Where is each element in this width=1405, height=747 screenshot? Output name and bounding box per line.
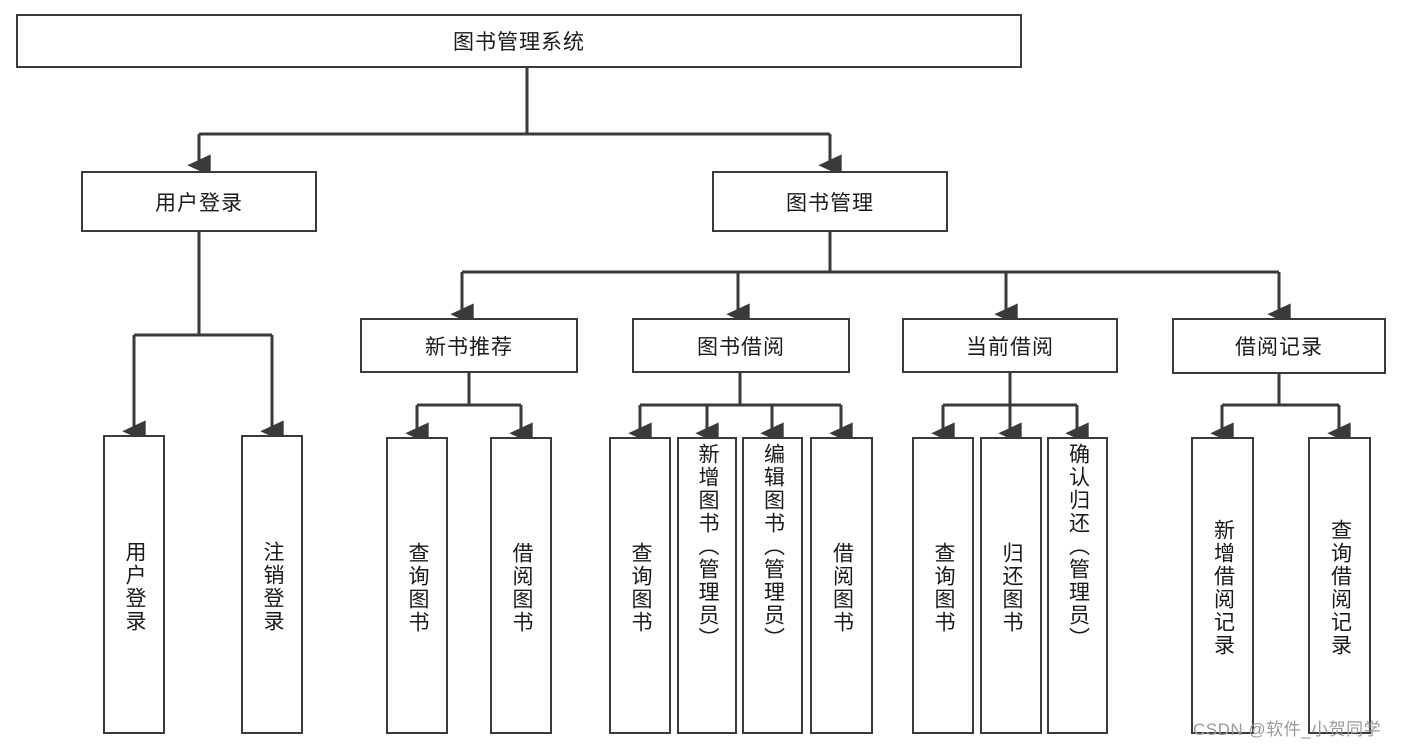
csdn-watermark: CSDN @软件_小贺同学 [1193, 720, 1382, 739]
node-leaf-borrow-book-label: 借阅图书 [830, 541, 854, 634]
node-leaf-edit-book-admin-label: 编辑图书（管理员） [761, 443, 785, 650]
node-leaf-return-book-label: 归还图书 [1000, 541, 1024, 634]
node-leaf-edit-book-admin[interactable]: 编辑图书（管理员） [742, 437, 803, 734]
node-new-book-recommend[interactable]: 新书推荐 [360, 318, 578, 373]
node-leaf-query-book-current-label: 查询图书 [932, 541, 956, 634]
node-book-management[interactable]: 图书管理 [712, 171, 948, 232]
node-user-login-label: 用户登录 [155, 191, 243, 215]
node-leaf-add-book-admin[interactable]: 新增图书（管理员） [677, 437, 737, 734]
node-leaf-return-book[interactable]: 归还图书 [980, 437, 1042, 734]
node-current-borrow[interactable]: 当前借阅 [902, 318, 1118, 373]
node-leaf-confirm-return-admin-label: 确认归还（管理员） [1066, 443, 1090, 650]
node-leaf-add-borrow-record[interactable]: 新增借阅记录 [1191, 437, 1254, 734]
node-book-management-label: 图书管理 [786, 191, 874, 215]
node-leaf-add-borrow-record-label: 新增借阅记录 [1211, 518, 1235, 657]
node-new-book-recommend-label: 新书推荐 [425, 335, 513, 359]
node-leaf-borrow-book-recommend-label: 借阅图书 [510, 541, 534, 634]
node-leaf-query-book-borrow-label: 查询图书 [629, 541, 653, 634]
node-leaf-confirm-return-admin[interactable]: 确认归还（管理员） [1047, 437, 1108, 734]
node-borrow-record-label: 借阅记录 [1235, 336, 1323, 359]
node-leaf-user-login-label: 用户登录 [123, 540, 147, 633]
node-leaf-query-book-borrow[interactable]: 查询图书 [609, 437, 671, 734]
node-leaf-query-book-recommend-label: 查询图书 [406, 541, 430, 634]
node-leaf-borrow-book-recommend[interactable]: 借阅图书 [490, 437, 552, 734]
node-root-label: 图书管理系统 [453, 31, 585, 54]
node-book-borrow[interactable]: 图书借阅 [632, 318, 850, 373]
node-leaf-query-borrow-record[interactable]: 查询借阅记录 [1308, 437, 1371, 734]
node-user-login[interactable]: 用户登录 [81, 171, 317, 232]
node-leaf-logout[interactable]: 注销登录 [241, 435, 303, 734]
node-leaf-borrow-book[interactable]: 借阅图书 [810, 437, 873, 734]
node-borrow-record[interactable]: 借阅记录 [1172, 318, 1386, 374]
node-leaf-logout-label: 注销登录 [261, 540, 285, 633]
node-leaf-user-login[interactable]: 用户登录 [103, 435, 165, 734]
node-book-borrow-label: 图书借阅 [697, 335, 785, 359]
node-root-book-management-system[interactable]: 图书管理系统 [16, 14, 1022, 68]
node-leaf-add-book-admin-label: 新增图书（管理员） [696, 443, 720, 650]
node-current-borrow-label: 当前借阅 [966, 335, 1054, 359]
node-leaf-query-borrow-record-label: 查询借阅记录 [1328, 518, 1352, 657]
node-leaf-query-book-recommend[interactable]: 查询图书 [386, 437, 448, 734]
node-leaf-query-book-current[interactable]: 查询图书 [912, 437, 974, 734]
